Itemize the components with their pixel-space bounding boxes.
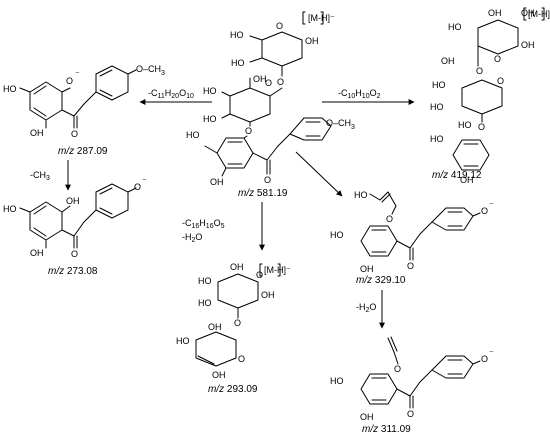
mz-label-311: m/z 311.09: [362, 424, 411, 435]
ion-note: [M-H]⁻: [308, 13, 335, 23]
loss-label-287: -C11H20O10: [148, 88, 194, 100]
atom-label: HO: [430, 134, 444, 144]
atom-label: HO: [198, 298, 212, 308]
atom-label: HO: [430, 102, 444, 112]
atom-label: OH: [441, 56, 455, 66]
atom-label: HO: [231, 58, 245, 68]
atom-label: OH: [208, 322, 222, 332]
atom-label: OH: [30, 128, 44, 138]
atom-label: HO: [354, 190, 368, 200]
atom-label: O: [394, 364, 401, 374]
atom-label: O: [476, 66, 483, 76]
atom-label: O: [386, 214, 393, 224]
methoxy-label: O–CH3: [326, 118, 355, 131]
atom-label: OH: [460, 175, 474, 185]
mz-label-287: m/z 287.09: [58, 146, 108, 157]
atom-label: HO: [176, 336, 190, 346]
atom-label: HO: [198, 276, 212, 286]
ion-note: [M-H]⁻: [528, 9, 550, 19]
atom-label: HO: [458, 120, 472, 130]
atom-label: OH: [360, 412, 374, 422]
atom-label: ⁻: [489, 348, 494, 358]
atom-label: HO: [448, 22, 462, 32]
loss-label-419: -C10H10O2: [338, 88, 381, 100]
atom-label: OH: [230, 262, 244, 272]
loss-label-273: -CH3: [30, 170, 50, 182]
mz-label-581: m/z 581.19: [238, 188, 288, 199]
atom-label: HO: [432, 80, 446, 90]
atom-label: O: [494, 54, 501, 64]
arrow-to-329: [295, 151, 343, 197]
atom-label: O: [481, 354, 488, 364]
mz-label-419: m/z 419.12: [432, 170, 482, 181]
atom-label: HO: [186, 130, 200, 140]
methoxy-label: O–CH3: [136, 64, 165, 77]
compound-287: HO OH O ⁻ O O–CH3: [3, 64, 165, 139]
atom-label: HO: [3, 84, 17, 94]
atom-label: O: [245, 126, 252, 136]
ion-note: [M-H]⁻: [264, 265, 291, 275]
atom-label: OH: [210, 177, 224, 187]
atom-label: O: [265, 78, 272, 88]
atom-label: O: [71, 129, 78, 139]
compound-273: HO OH OH O O ⁻: [3, 176, 147, 259]
loss-label-293a: -C16H16O5: [182, 218, 225, 230]
atom-label: OH: [212, 370, 226, 380]
compound-311: O HO OH O O ⁻: [330, 336, 494, 422]
atom-label: O: [481, 206, 488, 216]
atom-label: O: [264, 175, 271, 185]
mz-label-293: m/z 293.09: [208, 384, 258, 395]
atom-label: ⁻: [75, 69, 80, 79]
atom-label: OH: [521, 40, 535, 50]
mz-label-273: m/z 273.08: [48, 266, 98, 277]
atom-label: HO: [203, 86, 217, 96]
atom-label: O: [234, 318, 241, 328]
atom-label: O: [497, 76, 504, 86]
parent-compound-581: O OH HO HO O O OH HO HO O HO OH O: [186, 11, 355, 187]
atom-label: ⁻: [142, 176, 147, 186]
atom-label: HO: [330, 376, 344, 386]
atom-label: OH: [66, 196, 80, 206]
loss-label-293b: -H2O: [182, 232, 202, 244]
atom-label: OH: [305, 36, 319, 46]
atom-label: HO: [203, 114, 217, 124]
atom-label: OH: [488, 8, 502, 18]
compound-329: HO O HO OH O O ⁻: [330, 190, 494, 274]
atom-label: O: [134, 182, 141, 192]
atom-label: O: [276, 21, 283, 31]
atom-label: O: [71, 249, 78, 259]
atom-label: ⁻: [489, 200, 494, 210]
atom-label: OH: [261, 290, 275, 300]
atom-label: OH: [30, 248, 44, 258]
atom-label: OH: [360, 264, 374, 274]
atom-label: O: [407, 261, 414, 271]
atom-label: O: [277, 77, 284, 87]
mz-label-329: m/z 329.10: [356, 275, 406, 286]
atom-label: HO: [330, 230, 344, 240]
compound-293: OH HO HO O OH O OH HO O OH [M-H]⁻: [176, 262, 291, 380]
loss-label-311: -H2O: [356, 302, 376, 314]
atom-label: OH: [253, 74, 267, 84]
atom-label: O: [478, 122, 485, 132]
compound-419: HO OH OH OH O O O OH HO HO HO O HO OH [M…: [430, 7, 550, 185]
atom-label: OH: [521, 8, 535, 18]
atom-label: HO: [3, 204, 17, 214]
atom-label: O: [66, 76, 73, 86]
atom-label: HO: [230, 30, 244, 40]
atom-label: O: [407, 409, 414, 419]
atom-label: O: [238, 354, 245, 364]
